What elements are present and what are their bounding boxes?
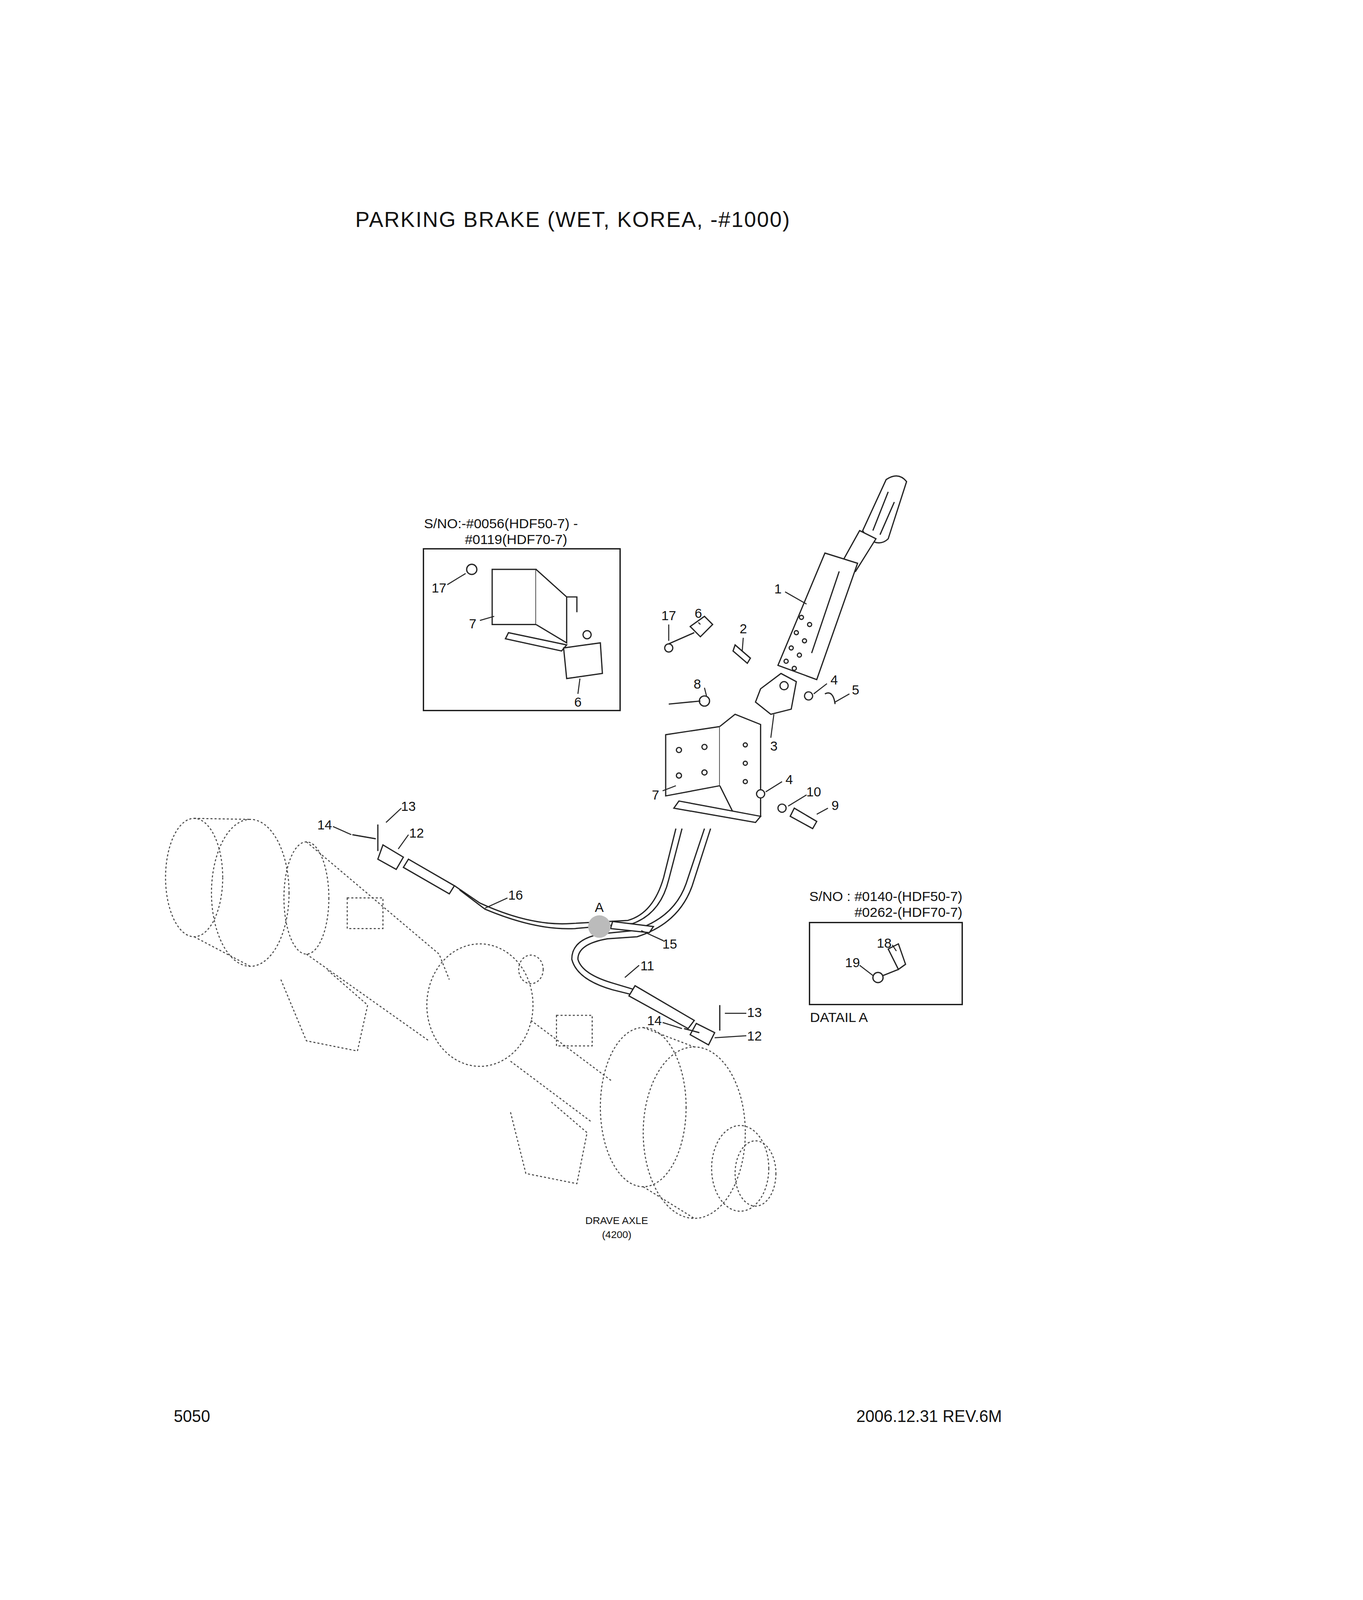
callout-number: 3	[770, 739, 778, 753]
callout-number: 19	[845, 956, 861, 970]
brake-cables	[352, 824, 721, 1046]
callout-number: 6	[574, 696, 582, 710]
page-footer: 5050	[173, 1408, 210, 1426]
page-title: PARKING BRAKE (WET, KOREA, -#1000)	[355, 207, 791, 232]
callout-number: 14	[647, 1014, 663, 1028]
part-caption: DRAVE AXLE	[585, 1216, 649, 1227]
callout-number: 2	[739, 622, 747, 636]
detail-marker	[588, 915, 611, 939]
callout-number: 13	[747, 1006, 763, 1020]
lever-assembly	[664, 476, 907, 829]
inset-frame: S/NO:-#0056(HDF50-7) -#0119(HDF70-7)	[422, 548, 621, 712]
callout-number: 14	[317, 818, 333, 832]
callout-number: 7	[468, 617, 477, 631]
callout-number: 18	[876, 936, 892, 950]
drive-axle-outline	[165, 818, 776, 1219]
callout-number: 4	[785, 773, 793, 787]
callout-number: 17	[431, 581, 447, 595]
serial-range-note: S/NO:-#0056(HDF50-7) -#0119(HDF70-7)	[424, 515, 657, 548]
serial-range-note: S/NO : #0140-(HDF50-7) #0262-(HDF70-7)	[804, 888, 963, 921]
callout-number: 9	[831, 798, 839, 812]
callout-number: 7	[651, 788, 659, 803]
detail-caption: DATAIL A	[810, 1009, 869, 1026]
callout-number: 16	[508, 888, 524, 902]
callout-number: A	[594, 900, 605, 914]
part-caption: (4200)	[601, 1230, 632, 1241]
callout-number: 5	[851, 683, 860, 697]
callout-number: 1	[774, 582, 782, 596]
callout-number: 13	[401, 799, 416, 813]
callout-number: 12	[747, 1029, 763, 1043]
callout-number: 8	[693, 677, 701, 691]
inset-frame: S/NO : #0140-(HDF50-7) #0262-(HDF70-7)DA…	[808, 922, 963, 1006]
inset-parts	[466, 564, 906, 984]
callout-number: 17	[661, 609, 677, 623]
callout-number: 11	[640, 959, 654, 973]
callout-number: 10	[806, 785, 822, 799]
leader-lines	[333, 573, 897, 1039]
callout-number: 15	[662, 937, 678, 952]
callout-number: 4	[830, 673, 838, 687]
callout-number: 12	[409, 826, 425, 840]
callout-number: 6	[694, 607, 702, 621]
page-footer: 2006.12.31 REV.6M	[856, 1408, 1002, 1426]
